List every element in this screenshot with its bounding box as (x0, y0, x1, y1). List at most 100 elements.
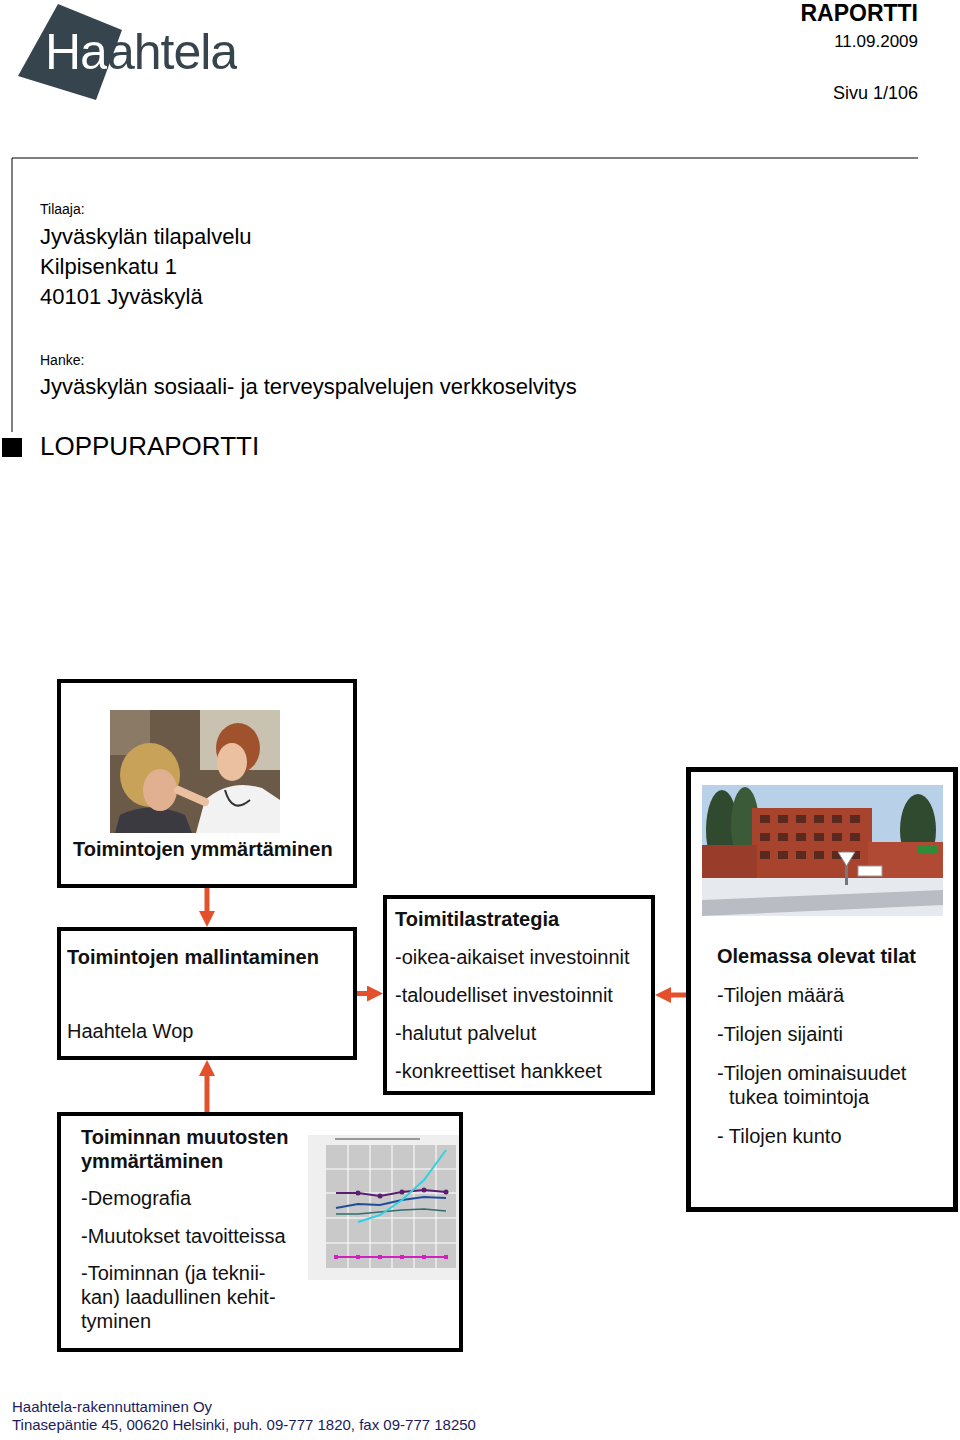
photo-sign (838, 852, 855, 866)
document-title: LOPPURAPORTTI (40, 431, 259, 462)
chart-line (336, 1209, 446, 1214)
box-item: - Tilojen kunto (717, 1124, 945, 1148)
photo-sign (858, 866, 882, 876)
box-item: -Demografia (81, 1186, 297, 1210)
side-rule (12, 158, 13, 432)
photo-windows (760, 851, 770, 859)
box-item: -taloudelliset investoinnit (395, 983, 645, 1007)
photo-windows (814, 815, 824, 823)
photo-windows (814, 851, 824, 859)
photo-stethoscope (225, 790, 250, 806)
photo-building (702, 845, 757, 880)
report-type: RAPORTTI (800, 0, 918, 28)
chart-markers (356, 1191, 361, 1196)
chart-grid (370, 1145, 371, 1268)
chart-plot (326, 1145, 456, 1268)
photo-snow (702, 878, 943, 916)
photo-windows (778, 815, 788, 823)
field-label: Tilaaja: (40, 201, 85, 218)
chart-markers (356, 1188, 449, 1199)
process-box: Toimintojen mallintaminenHaahtela Wop (57, 927, 357, 1060)
box-heading: Toimintojen ymmärtäminen (73, 837, 345, 861)
company-name: Haahtela-rakennuttaminen Oy (12, 1398, 212, 1416)
photo-person (115, 808, 192, 834)
box-item: -halutut palvelut (395, 1021, 645, 1045)
chart-grid (414, 1145, 415, 1268)
box-item: -oikea-aikaiset investoinnit (395, 945, 645, 969)
chart-markers (400, 1255, 404, 1259)
project-name: Jyväskylän sosiaali- ja terveyspalveluje… (40, 374, 577, 400)
box-item: Haahtela Wop (67, 1019, 345, 1043)
chart-markers (422, 1188, 427, 1193)
photo-windows (850, 833, 860, 841)
photo-sign (918, 846, 938, 854)
report-date: 11.09.2009 (834, 32, 918, 52)
photo-windows (796, 815, 806, 823)
process-box: Toimintojen ymmärtäminen (57, 679, 357, 888)
box-heading: Toiminnan muutosten ymmärtäminen (81, 1125, 297, 1173)
photo-windows (832, 833, 842, 841)
photo-windows (778, 833, 788, 841)
box-item: -Tilojen määrä (717, 983, 945, 1007)
process-box: Olemassa olevat tilat -Tilojen määrä -Tilo… (686, 767, 958, 1212)
process-box: Toiminnan muutosten ymmärtäminen -Demogra… (57, 1112, 463, 1352)
flow-arrow (205, 888, 210, 917)
box-item: -Tilojen sijainti (717, 1022, 945, 1046)
photo-windows (814, 833, 824, 841)
photo-windows (796, 833, 806, 841)
photo-windows (850, 815, 860, 823)
photo-coat (196, 785, 280, 833)
company-address: Tinasepäntie 45, 00620 Helsinki, puh. 09… (12, 1416, 476, 1434)
client-name: Jyväskylän tilapalvelu (40, 224, 252, 250)
chart-markers (444, 1190, 449, 1195)
header-rules (2, 158, 918, 457)
process-box: Toimitilastrategia -oikea-aikaiset invest… (383, 895, 655, 1095)
photo-windows (760, 815, 770, 823)
flow-arrow (205, 1070, 210, 1112)
client-address: Kilpisenkatu 1 (40, 254, 177, 280)
photo-building (752, 808, 872, 878)
box-item: -Muutokset tavoitteissa (81, 1224, 297, 1248)
chart-markers (356, 1255, 360, 1259)
flow-arrow (665, 993, 686, 998)
box-heading: Olemassa olevat tilat (717, 944, 945, 968)
box-item: -Tilojen ominaisuudet tukea toimintoja (717, 1061, 945, 1109)
chart-markers (334, 1255, 448, 1259)
chart-markers (422, 1255, 426, 1259)
photo-windows (760, 833, 770, 841)
chart-markers (378, 1255, 382, 1259)
box-item: -konkreettiset hankkeet (395, 1059, 645, 1083)
photo-ground (110, 710, 280, 833)
photo-windows (778, 851, 788, 859)
chart-ground (308, 1135, 460, 1280)
photo-face (143, 769, 177, 811)
chart-markers (400, 1190, 405, 1195)
photo-windows (796, 851, 806, 859)
field-label: Hanke: (40, 352, 84, 369)
chart-markers (334, 1255, 338, 1259)
bullet-square (2, 438, 22, 457)
chart-illustration (308, 1135, 460, 1280)
page-number: Sivu 1/106 (833, 83, 918, 105)
photo (110, 710, 280, 833)
client-city: 40101 Jyväskylä (40, 284, 203, 310)
logo-text: Haahtela (45, 22, 237, 82)
box-heading: Toimitilastrategia (395, 907, 645, 931)
photo-windows (832, 815, 842, 823)
chart-heading-mark (335, 1138, 420, 1140)
photo-arm (178, 790, 205, 802)
photo-sky (702, 785, 943, 916)
photo (702, 785, 943, 916)
flow-arrow (357, 991, 373, 996)
box-item: -Toiminnan (ja teknii- kan) laadullinen … (81, 1261, 297, 1333)
chart-markers (444, 1255, 448, 1259)
chart-line (336, 1190, 446, 1196)
photo-road (702, 890, 943, 916)
photo-face (217, 743, 247, 781)
box-heading: Toimintojen mallintaminen (67, 945, 345, 969)
header-rule (12, 158, 918, 159)
chart-line (336, 1256, 446, 1258)
chart-grid (326, 1145, 456, 1268)
